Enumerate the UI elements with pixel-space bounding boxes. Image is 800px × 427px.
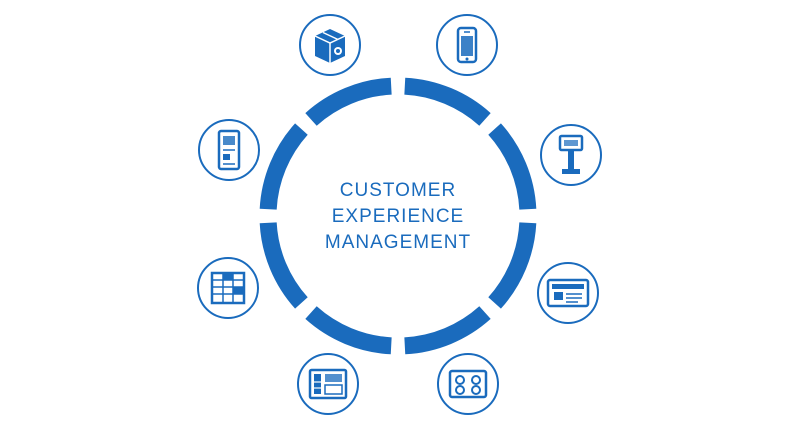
- kiosk-stand-icon: [540, 124, 602, 186]
- ring-segment-5: [305, 306, 392, 355]
- ring-segment-2: [488, 123, 537, 210]
- stovetop-icon: [437, 353, 499, 415]
- ring-segment-7: [259, 123, 308, 210]
- segmented-ring: [259, 77, 537, 355]
- ring-segment-6: [259, 222, 308, 309]
- ring-segment-1: [404, 77, 491, 126]
- atm-icon: [198, 119, 260, 181]
- locker-wall-icon: [197, 257, 259, 319]
- center-title-line-3: MANAGEMENT: [325, 232, 471, 253]
- center-title-line-1: CUSTOMER: [340, 180, 456, 201]
- ring-segment-3: [488, 222, 537, 309]
- ring-segment-8: [305, 77, 392, 126]
- ring-segment-4: [404, 306, 491, 355]
- mobile-phone-icon: [436, 14, 498, 76]
- display-screen-icon: [537, 262, 599, 324]
- center-title: CUSTOMER EXPERIENCE MANAGEMENT: [325, 180, 471, 253]
- center-title-line-2: EXPERIENCE: [332, 206, 464, 227]
- box-icon: [299, 14, 361, 76]
- vending-machine-icon: [297, 353, 359, 415]
